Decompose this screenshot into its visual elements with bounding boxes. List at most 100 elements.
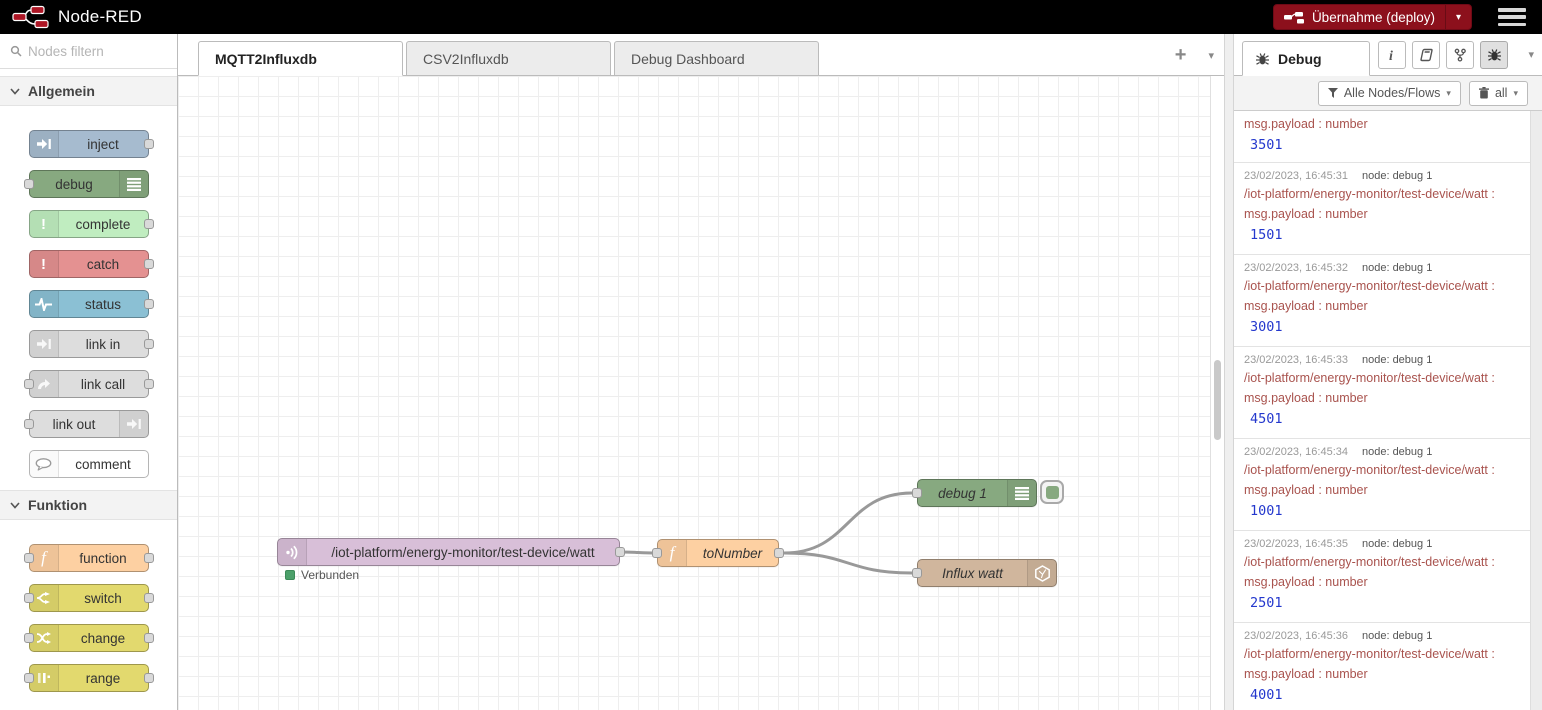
- info-sidebar-button[interactable]: i: [1378, 41, 1406, 69]
- output-port[interactable]: [143, 673, 154, 683]
- input-port[interactable]: [912, 568, 922, 578]
- output-port[interactable]: [774, 548, 784, 558]
- output-port[interactable]: [143, 259, 154, 269]
- palette-node-change[interactable]: change: [23, 624, 154, 652]
- debug-filter-button[interactable]: Alle Nodes/Flows ▾: [1317, 80, 1461, 106]
- palette-node-function[interactable]: f function: [23, 544, 154, 572]
- message-topic: /iot-platform/energy-monitor/test-device…: [1244, 371, 1495, 385]
- search-icon: [10, 45, 22, 57]
- bug-icon: [1256, 52, 1269, 65]
- palette-node-label: change: [80, 630, 126, 646]
- chevron-down-icon: ▾: [1513, 87, 1518, 98]
- svg-text:i: i: [1389, 49, 1393, 62]
- palette-node-debug[interactable]: debug: [23, 170, 149, 198]
- palette-category-funktion-content: f function switch: [0, 520, 177, 692]
- debug-clear-button[interactable]: all ▾: [1468, 80, 1528, 106]
- tab-debug-dashboard[interactable]: Debug Dashboard: [614, 41, 819, 76]
- input-port[interactable]: [23, 593, 34, 603]
- input-port[interactable]: [23, 419, 34, 429]
- input-port[interactable]: [23, 179, 34, 189]
- output-port[interactable]: [143, 139, 154, 149]
- palette-node-link-in[interactable]: link in: [28, 330, 154, 358]
- palette-node-label: switch: [84, 590, 122, 606]
- function-icon: f: [658, 540, 687, 566]
- output-port[interactable]: [143, 633, 154, 643]
- palette-search-input[interactable]: [28, 43, 158, 59]
- palette-node-catch[interactable]: ! catch: [28, 250, 154, 278]
- palette-node-range[interactable]: range: [23, 664, 154, 692]
- message-property: msg.payload : number: [1244, 575, 1368, 589]
- palette-node-label: inject: [87, 136, 119, 152]
- palette-category-allgemein[interactable]: Allgemein: [0, 76, 177, 106]
- deploy-icon: [1283, 11, 1304, 23]
- add-flow-button[interactable]: +: [1175, 44, 1187, 67]
- flow-node-label: Influx watt: [942, 565, 1003, 581]
- palette-node-complete[interactable]: ! complete: [28, 210, 154, 238]
- palette-node-label: function: [79, 550, 127, 566]
- output-port[interactable]: [143, 593, 154, 603]
- palette-category-funktion[interactable]: Funktion: [0, 490, 177, 520]
- output-port[interactable]: [143, 379, 154, 389]
- sidebar-options-button[interactable]: ▾: [1528, 48, 1534, 61]
- palette-node-switch[interactable]: switch: [23, 584, 154, 612]
- canvas-scrollbar-thumb[interactable]: [1214, 360, 1221, 440]
- palette-node-link-call[interactable]: link call: [23, 370, 154, 398]
- output-port[interactable]: [143, 553, 154, 563]
- tab-csv2influxdb[interactable]: CSV2Influxdb: [406, 41, 611, 76]
- debug-scrollbar[interactable]: [1530, 111, 1542, 710]
- flow-node-influx-watt[interactable]: Influx watt: [912, 559, 1057, 587]
- input-port[interactable]: [23, 673, 34, 683]
- input-port[interactable]: [23, 553, 34, 563]
- debug-enable-toggle[interactable]: [1040, 480, 1064, 504]
- tab-debug[interactable]: Debug: [1242, 41, 1370, 76]
- tab-mqtt2influxdb[interactable]: MQTT2Influxdb: [198, 41, 403, 76]
- palette-node-comment[interactable]: comment: [28, 450, 149, 478]
- main-menu-button[interactable]: [1498, 8, 1526, 26]
- influxdb-icon: [1027, 560, 1056, 586]
- output-port[interactable]: [143, 339, 154, 349]
- debug-sidebar-button[interactable]: [1480, 41, 1508, 69]
- output-port[interactable]: [615, 547, 625, 557]
- palette-node-label: link in: [85, 336, 121, 352]
- pulse-icon: [29, 291, 59, 317]
- debug-message-list: msg.payload : number 3501 23/02/2023, 16…: [1234, 110, 1542, 710]
- palette-search[interactable]: [0, 34, 177, 69]
- debug-message[interactable]: msg.payload : number 3501: [1234, 111, 1530, 163]
- palette-node-label: catch: [86, 256, 120, 272]
- deploy-button[interactable]: Übernahme (deploy) ▾: [1272, 4, 1472, 30]
- flow-canvas[interactable]: /iot-platform/energy-monitor/test-device…: [178, 76, 1224, 710]
- input-port[interactable]: [912, 488, 922, 498]
- chevron-down-icon: ▾: [1455, 11, 1462, 23]
- flow-list-button[interactable]: ▾: [1208, 49, 1214, 62]
- palette-node-inject[interactable]: inject: [28, 130, 154, 158]
- flow-node-mqtt-in[interactable]: /iot-platform/energy-monitor/test-device…: [277, 538, 625, 566]
- sidebar-resize-handle[interactable]: [1224, 34, 1234, 710]
- flow-node-debug1[interactable]: debug 1: [912, 479, 1037, 507]
- palette-node-label: debug: [55, 176, 93, 192]
- clear-label: all: [1494, 86, 1508, 100]
- input-port[interactable]: [652, 548, 662, 558]
- palette-node-status[interactable]: status: [28, 290, 154, 318]
- output-port[interactable]: [143, 219, 154, 229]
- flow-node-tonumber[interactable]: f toNumber: [652, 539, 784, 567]
- message-source-node: node: debug 1: [1361, 538, 1433, 550]
- input-port[interactable]: [23, 379, 34, 389]
- context-sidebar-button[interactable]: [1446, 41, 1474, 69]
- output-port[interactable]: [143, 299, 154, 309]
- category-label: Funktion: [28, 497, 88, 513]
- deploy-options-button[interactable]: ▾: [1445, 5, 1471, 29]
- palette-node-link-out[interactable]: link out: [23, 410, 149, 438]
- deploy-label: Übernahme (deploy): [1311, 9, 1435, 25]
- input-port[interactable]: [23, 633, 34, 643]
- help-sidebar-button[interactable]: [1412, 41, 1440, 69]
- link-call-icon: [29, 371, 59, 397]
- deploy-button-main[interactable]: Übernahme (deploy): [1274, 5, 1445, 29]
- message-topic: /iot-platform/energy-monitor/test-device…: [1244, 555, 1495, 569]
